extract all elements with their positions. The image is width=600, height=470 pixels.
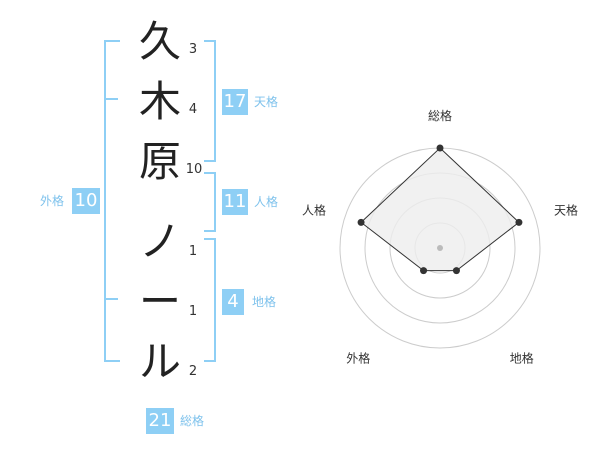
radar-axis-label: 外格: [346, 351, 370, 366]
radar-axis-label: 地格: [510, 351, 534, 366]
radar-point-2: [515, 218, 523, 226]
gaikaku-bracket-tick-top: [106, 98, 118, 100]
chikaku-bracket: [204, 238, 216, 362]
chikaku-value: 4: [222, 289, 244, 315]
radar-axis-label: 総格: [428, 108, 452, 123]
name-char-1: 久: [138, 17, 181, 66]
stroke-count-2: 4: [188, 102, 198, 117]
gaikaku-bracket-tick-bottom: [106, 298, 118, 300]
jinkaku-bracket: [204, 172, 216, 232]
name-char-4: ノ: [138, 217, 181, 266]
chikaku-label: 地格: [252, 295, 277, 309]
name-char-5: ー: [138, 277, 181, 326]
name-char-2: 木: [138, 77, 181, 126]
jinkaku-value: 11: [222, 189, 248, 215]
tenkaku-label: 天格: [254, 95, 279, 109]
radar-center-dot: [437, 245, 443, 251]
radar-point-3: [452, 267, 460, 275]
gaikaku-value: 10: [72, 188, 100, 214]
radar-point-5: [357, 218, 365, 226]
name-char-6: ル: [138, 337, 181, 386]
stroke-count-3: 10: [185, 162, 203, 177]
stroke-count-1: 3: [188, 42, 198, 57]
radar-axis-label: 天格: [554, 202, 578, 217]
tenkaku-bracket: [204, 40, 216, 162]
stroke-count-4: 1: [188, 244, 198, 259]
radar-polygon: [360, 147, 520, 272]
jinkaku-label: 人格: [254, 195, 279, 209]
soukaku-value: 21: [146, 408, 174, 434]
radar-point-4: [420, 267, 428, 275]
tenkaku-value: 17: [222, 89, 248, 115]
gaikaku-label: 外格: [40, 194, 65, 208]
gaikaku-bracket: [104, 40, 120, 362]
stroke-count-5: 1: [188, 304, 198, 319]
radar-axis-label: 人格: [302, 202, 326, 217]
name-char-3: 原: [138, 137, 181, 186]
soukaku-label: 総格: [180, 414, 205, 428]
radar-point-1: [436, 144, 444, 152]
stroke-count-6: 2: [188, 364, 198, 379]
